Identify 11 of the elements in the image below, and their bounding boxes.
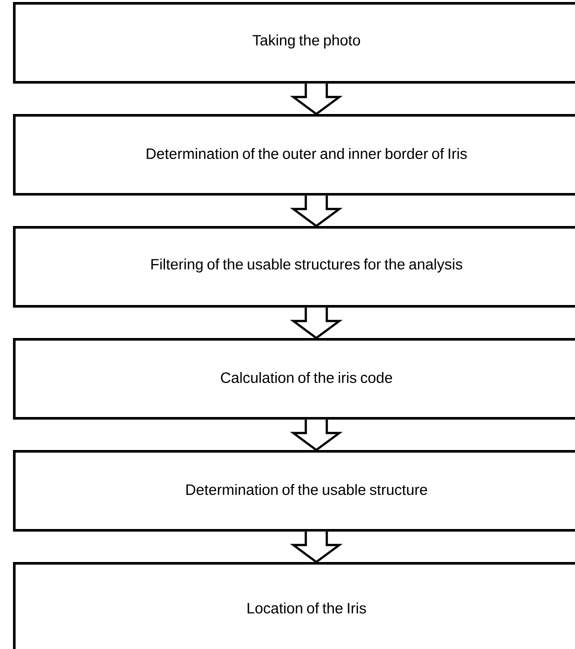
arrow: [290, 530, 343, 564]
arrow: [290, 418, 343, 452]
arrow: [290, 306, 343, 340]
process-box: Taking the photo: [13, 2, 575, 84]
process-box: Calculation of the iris code: [13, 338, 575, 420]
arrow: [290, 194, 343, 228]
process-box: Determination of the outer and inner border of Iris: [13, 114, 575, 196]
arrow: [290, 82, 343, 116]
process-box: Filtering of the usable structures for the analysis: [13, 226, 575, 308]
process-box: Location of the Iris: [13, 562, 575, 649]
process-box: Determination of the usable structure: [13, 450, 575, 532]
